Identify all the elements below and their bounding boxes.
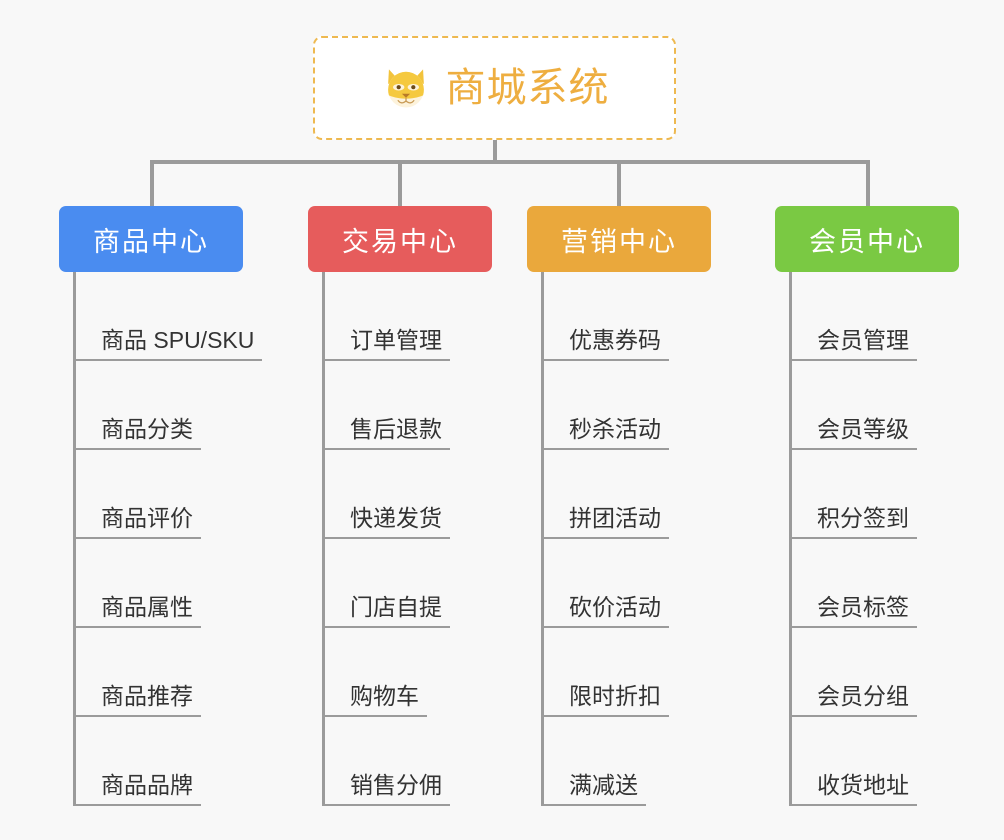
leaf-list-marketing-center: 优惠券码 秒杀活动 拼团活动 砍价活动 限时折扣 满减送 — [541, 272, 711, 806]
list-item[interactable]: 销售分佣 — [322, 717, 492, 806]
list-item[interactable]: 快递发货 — [322, 450, 492, 539]
leaf-label: 会员等级 — [817, 417, 917, 450]
list-item[interactable]: 秒杀活动 — [541, 361, 711, 450]
connector-drop-3 — [617, 160, 621, 208]
list-item[interactable]: 限时折扣 — [541, 628, 711, 717]
leaf-label: 商品推荐 — [101, 684, 201, 717]
leaf-label: 收货地址 — [817, 773, 917, 806]
branch-marketing-center: 营销中心 优惠券码 秒杀活动 拼团活动 砍价活动 限时折扣 满减送 — [527, 206, 711, 806]
branch-product-center: 商品中心 商品 SPU/SKU 商品分类 商品评价 商品属性 商品推荐 商品品牌 — [59, 206, 263, 806]
branch-trade-center: 交易中心 订单管理 售后退款 快递发货 门店自提 购物车 销售分佣 — [308, 206, 492, 806]
leaf-label: 会员管理 — [817, 328, 917, 361]
list-item[interactable]: 会员等级 — [789, 361, 959, 450]
branch-header-member-center[interactable]: 会员中心 — [775, 206, 959, 272]
leaf-label: 秒杀活动 — [569, 417, 669, 450]
list-item[interactable]: 购物车 — [322, 628, 492, 717]
list-item[interactable]: 售后退款 — [322, 361, 492, 450]
list-item[interactable]: 收货地址 — [789, 717, 959, 806]
leaf-label: 商品评价 — [101, 506, 201, 539]
list-item[interactable]: 商品属性 — [73, 539, 262, 628]
shiba-dog-face-icon — [387, 69, 424, 108]
list-item[interactable]: 砍价活动 — [541, 539, 711, 628]
leaf-trunk-4 — [789, 272, 792, 806]
leaf-trunk-3 — [541, 272, 544, 806]
branch-header-product-center[interactable]: 商品中心 — [59, 206, 243, 272]
list-item[interactable]: 会员标签 — [789, 539, 959, 628]
list-item[interactable]: 门店自提 — [322, 539, 492, 628]
leaf-trunk-2 — [322, 272, 325, 806]
list-item[interactable]: 满减送 — [541, 717, 711, 806]
leaf-label: 会员分组 — [817, 684, 917, 717]
leaf-list-product-center: 商品 SPU/SKU 商品分类 商品评价 商品属性 商品推荐 商品品牌 — [73, 272, 263, 806]
list-item[interactable]: 订单管理 — [322, 272, 492, 361]
leaf-label: 拼团活动 — [569, 506, 669, 539]
connector-horizontal-bus — [150, 160, 870, 164]
leaf-label: 订单管理 — [350, 328, 450, 361]
branch-header-marketing-center[interactable]: 营销中心 — [527, 206, 711, 272]
list-item[interactable]: 商品分类 — [73, 361, 262, 450]
list-item[interactable]: 优惠券码 — [541, 272, 711, 361]
leaf-list-member-center: 会员管理 会员等级 积分签到 会员标签 会员分组 收货地址 — [789, 272, 959, 806]
leaf-label: 限时折扣 — [569, 684, 669, 717]
leaf-list-trade-center: 订单管理 售后退款 快递发货 门店自提 购物车 销售分佣 — [322, 272, 492, 806]
list-item[interactable]: 会员分组 — [789, 628, 959, 717]
leaf-label: 商品分类 — [101, 417, 201, 450]
leaf-trunk-1 — [73, 272, 76, 806]
leaf-label: 会员标签 — [817, 595, 917, 628]
list-item[interactable]: 商品 SPU/SKU — [73, 272, 263, 361]
connector-root-stem — [493, 140, 497, 162]
leaf-label: 砍价活动 — [569, 595, 669, 628]
root-title: 商城系统 — [445, 66, 610, 110]
root-node[interactable]: 商城系统 — [313, 36, 676, 140]
leaf-label: 满减送 — [569, 773, 646, 806]
branch-member-center: 会员中心 会员管理 会员等级 积分签到 会员标签 会员分组 收货地址 — [775, 206, 959, 806]
leaf-label: 积分签到 — [817, 506, 917, 539]
leaf-label: 优惠券码 — [569, 328, 669, 361]
list-item[interactable]: 会员管理 — [789, 272, 959, 361]
leaf-label: 快递发货 — [350, 506, 450, 539]
branch-header-trade-center[interactable]: 交易中心 — [308, 206, 492, 272]
list-item[interactable]: 积分签到 — [789, 450, 959, 539]
list-item[interactable]: 商品评价 — [73, 450, 262, 539]
connector-drop-2 — [398, 160, 402, 208]
leaf-label: 商品品牌 — [101, 773, 201, 806]
leaf-label: 商品属性 — [101, 595, 201, 628]
list-item[interactable]: 商品推荐 — [73, 628, 262, 717]
connector-drop-4 — [866, 160, 870, 208]
leaf-label: 门店自提 — [350, 595, 450, 628]
leaf-label: 售后退款 — [350, 417, 450, 450]
list-item[interactable]: 商品品牌 — [73, 717, 262, 806]
list-item[interactable]: 拼团活动 — [541, 450, 711, 539]
leaf-label: 购物车 — [350, 684, 427, 717]
connector-drop-1 — [150, 160, 154, 208]
leaf-label: 销售分佣 — [350, 773, 450, 806]
leaf-label: 商品 SPU/SKU — [101, 328, 263, 361]
